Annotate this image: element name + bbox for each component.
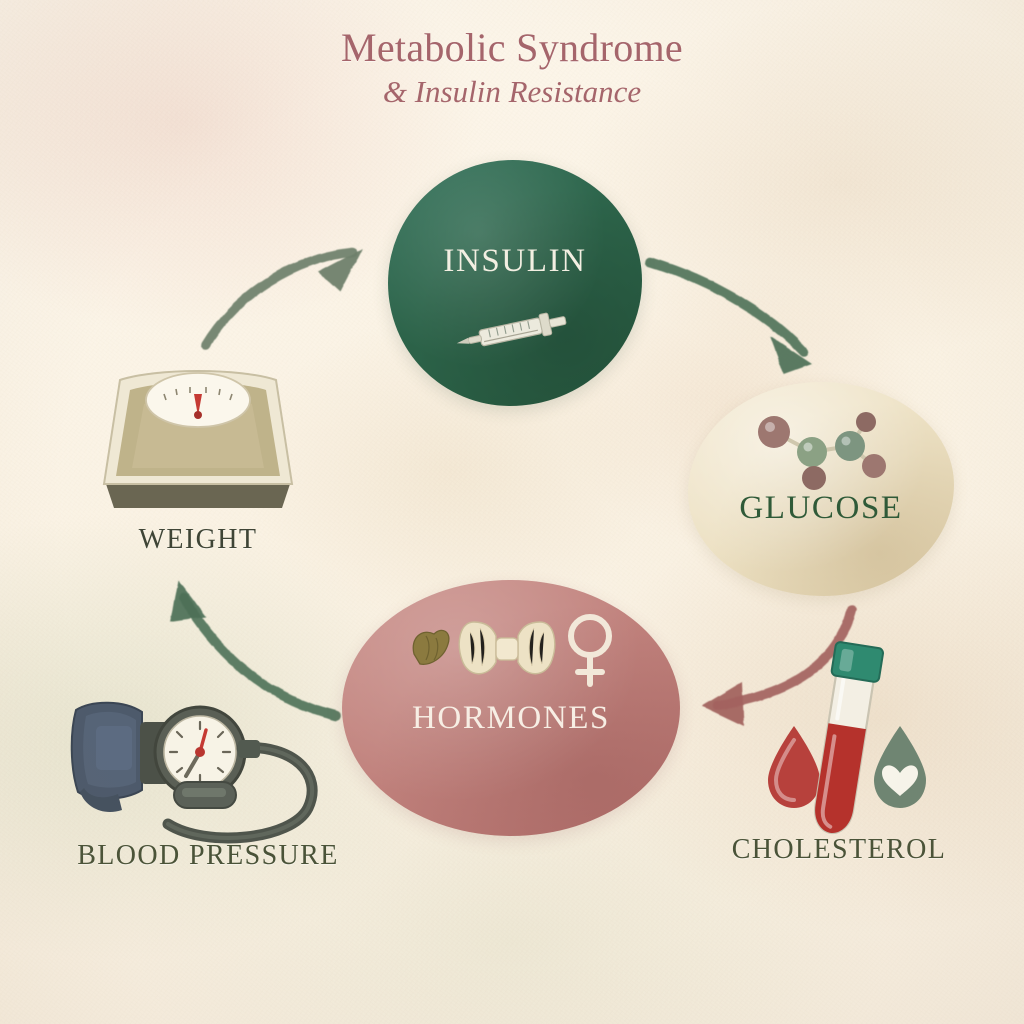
node-insulin[interactable]: INSULIN [388, 160, 642, 406]
node-cholesterol[interactable]: CHOLESTEROL [714, 630, 964, 880]
arrow-glucose-to-hormones [702, 605, 857, 726]
node-glucose[interactable]: GLUCOSE [688, 382, 954, 596]
arrow-hormones-to-weight [170, 580, 341, 721]
node-weight[interactable]: WEIGHT [78, 358, 318, 558]
node-blood-pressure[interactable]: BLOOD PRESSURE [48, 682, 368, 894]
female-symbol-icon [568, 614, 612, 687]
node-label-hormones: HORMONES [412, 700, 610, 736]
node-label-weight: WEIGHT [138, 524, 258, 555]
blood-pressure-cuff-icon [70, 701, 318, 844]
glucose-molecule-icon [758, 412, 886, 490]
bathroom-scale-icon [102, 370, 294, 508]
page-subtitle: & Insulin Resistance [382, 73, 642, 109]
arrow-weight-to-insulin [201, 247, 362, 350]
node-label-insulin: INSULIN [443, 243, 587, 279]
thyroid-adrenal-gender-icons [412, 614, 612, 687]
arrow-insulin-to-glucose [645, 257, 812, 374]
node-hormones[interactable]: HORMONES [342, 580, 680, 836]
adrenal-gland-icon [412, 629, 450, 665]
test-tube-icon [814, 641, 885, 835]
node-label-cholesterol: CHOLESTEROL [731, 834, 947, 865]
insulin-shape [388, 160, 642, 406]
title-block: Metabolic Syndrome & Insulin Resistance [0, 25, 1024, 112]
heart-drop-icon [874, 726, 926, 808]
node-label-blood-pressure: BLOOD PRESSURE [77, 840, 339, 871]
glucose-shape [688, 382, 954, 596]
syringe-icon [456, 312, 567, 347]
page-title: Metabolic Syndrome [340, 25, 683, 70]
node-label-glucose: GLUCOSE [739, 490, 903, 526]
thyroid-icon [458, 621, 556, 675]
blood-test-tube-icon [768, 641, 926, 835]
blood-drop-icon [768, 726, 820, 808]
hormones-shape [342, 580, 680, 836]
